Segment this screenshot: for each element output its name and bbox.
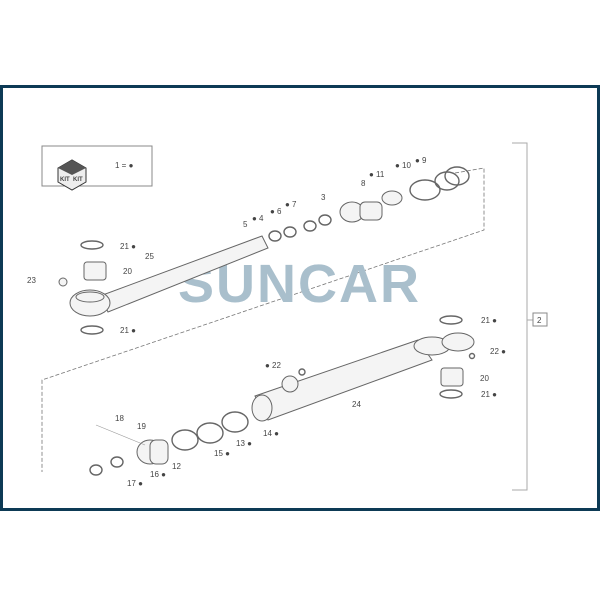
label-11: ● 11 <box>369 170 385 179</box>
label-4: ● 4 <box>252 214 264 223</box>
assembly-ref-box <box>532 312 548 327</box>
label-24: 24 <box>352 400 361 409</box>
label-3: 3 <box>321 193 326 202</box>
label-8: 8 <box>361 179 366 188</box>
callout-labels: 3 ● 4 5 ● 6 ● 7 8 ● 9 ● 10 ● 11 12 13 ● … <box>27 156 506 488</box>
label-22: 22 ● <box>490 347 506 356</box>
label-21: 21 ● <box>120 242 136 251</box>
cylinder-tube <box>251 315 476 422</box>
lower-seals <box>89 411 249 476</box>
label-18: 18 <box>115 414 124 423</box>
kit-text: KIT <box>73 177 83 183</box>
label-9: ● 9 <box>415 156 427 165</box>
label-21: 21 ● <box>481 316 497 325</box>
label-25: 25 <box>145 252 154 261</box>
kit-legend-text: 1 = ● <box>115 161 134 170</box>
label-14: 14 ● <box>263 429 279 438</box>
kit-legend: KIT KIT 1 = ● <box>41 145 153 191</box>
upper-seals <box>268 166 470 242</box>
label-19: 19 <box>137 422 146 431</box>
label-22: ● 22 <box>265 361 282 370</box>
label-7: ● 7 <box>285 200 297 209</box>
label-5: 5 <box>243 220 248 229</box>
label-20: 20 <box>123 267 132 276</box>
piston-rod <box>58 235 269 335</box>
label-16: 16 ● <box>150 470 166 479</box>
label-6: ● 6 <box>270 207 282 216</box>
label-20: 20 <box>480 374 489 383</box>
label-17: 17 ● <box>127 479 143 488</box>
assembly-bracket <box>512 142 528 491</box>
label-15: 15 ● <box>214 449 230 458</box>
dashed-boundary <box>41 167 485 472</box>
assembly-ref: 2 <box>537 316 542 325</box>
label-10: ● 10 <box>395 161 412 170</box>
label-21: 21 ● <box>481 390 497 399</box>
label-12: 12 <box>172 462 181 471</box>
label-21: 21 ● <box>120 326 136 335</box>
kit-text: KIT <box>60 177 70 183</box>
label-13: 13 ● <box>236 439 252 448</box>
label-23: 23 <box>27 276 36 285</box>
